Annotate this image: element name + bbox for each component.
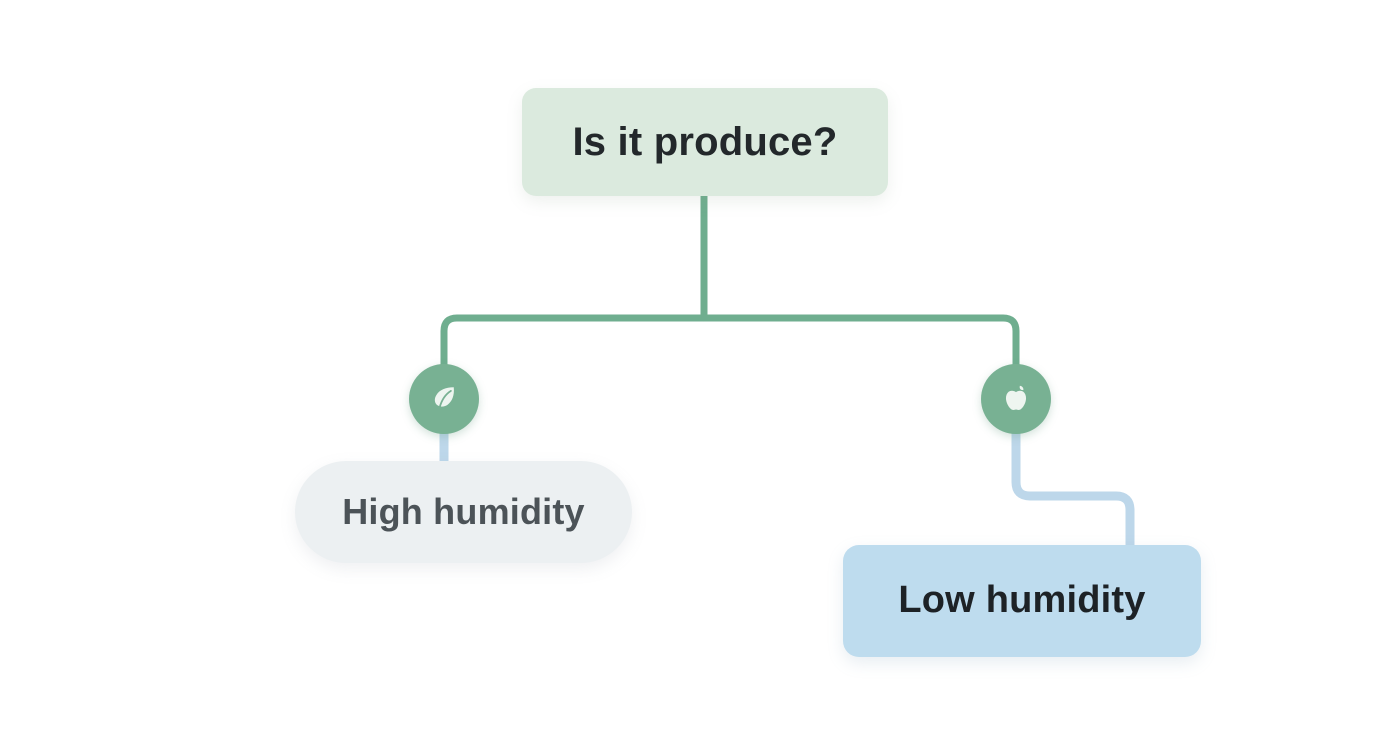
node-low-humidity[interactable]: Low humidity [843, 545, 1201, 657]
node-high-humidity-label: High humidity [342, 491, 585, 533]
edge-root-to-branch-yes [440, 314, 708, 374]
node-high-humidity[interactable]: High humidity [295, 461, 632, 563]
node-low-humidity-label: Low humidity [898, 579, 1146, 622]
edge-root-to-branch-no [700, 314, 1020, 374]
edge-branch-no-to-low-humidity [1011, 425, 1135, 571]
apple-icon-badge[interactable] [981, 364, 1051, 434]
node-root-question[interactable]: Is it produce? [522, 88, 888, 196]
leaf-icon-badge[interactable] [409, 364, 479, 434]
apple-icon [998, 381, 1034, 417]
node-root-label: Is it produce? [572, 120, 838, 164]
leaf-icon [426, 381, 462, 417]
